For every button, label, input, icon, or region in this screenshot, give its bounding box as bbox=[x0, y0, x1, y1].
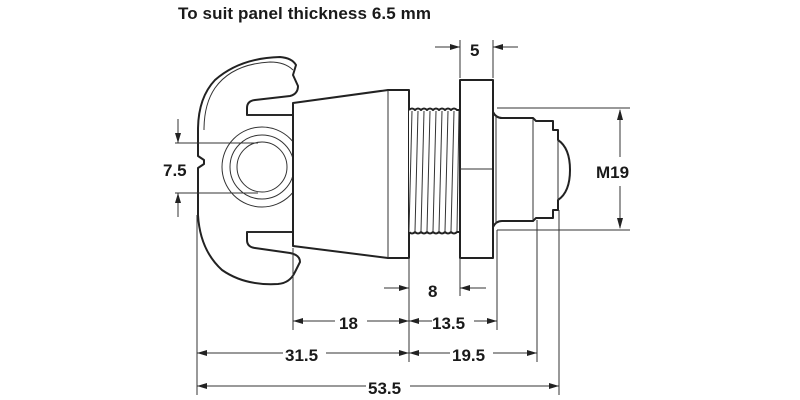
dimension-wing-hole: 7.5 bbox=[163, 119, 187, 217]
dimension-thread-diameter: M19 bbox=[596, 109, 629, 229]
dim-label-wing-to-body: 31.5 bbox=[285, 346, 318, 365]
dimension-split: 31.5 19.5 bbox=[197, 346, 537, 365]
thread-section bbox=[408, 107, 460, 235]
flange bbox=[459, 79, 494, 259]
dim-label-body-to-tip: 19.5 bbox=[452, 346, 485, 365]
dim-label-flange: 5 bbox=[470, 41, 479, 60]
dim-label-thread-diameter: M19 bbox=[596, 163, 629, 182]
dimension-thread-length: 8 bbox=[384, 282, 486, 301]
dim-label-cone-length: 18 bbox=[339, 314, 358, 333]
dimension-flange: 5 bbox=[435, 41, 518, 60]
drawing-title: To suit panel thickness 6.5 mm bbox=[178, 4, 432, 23]
dimension-overall: 53.5 bbox=[197, 379, 559, 398]
dim-label-body-length: 13.5 bbox=[432, 314, 465, 333]
extension-lines bbox=[175, 40, 630, 395]
dimension-cone-and-body: 18 13.5 bbox=[293, 314, 497, 333]
wing-nut bbox=[197, 56, 303, 286]
dim-label-overall-length: 53.5 bbox=[368, 379, 401, 398]
dim-label-wing-hole: 7.5 bbox=[163, 161, 187, 180]
plunger-shank bbox=[492, 111, 571, 228]
dim-label-thread-length: 8 bbox=[428, 282, 437, 301]
cone-body bbox=[292, 89, 410, 259]
